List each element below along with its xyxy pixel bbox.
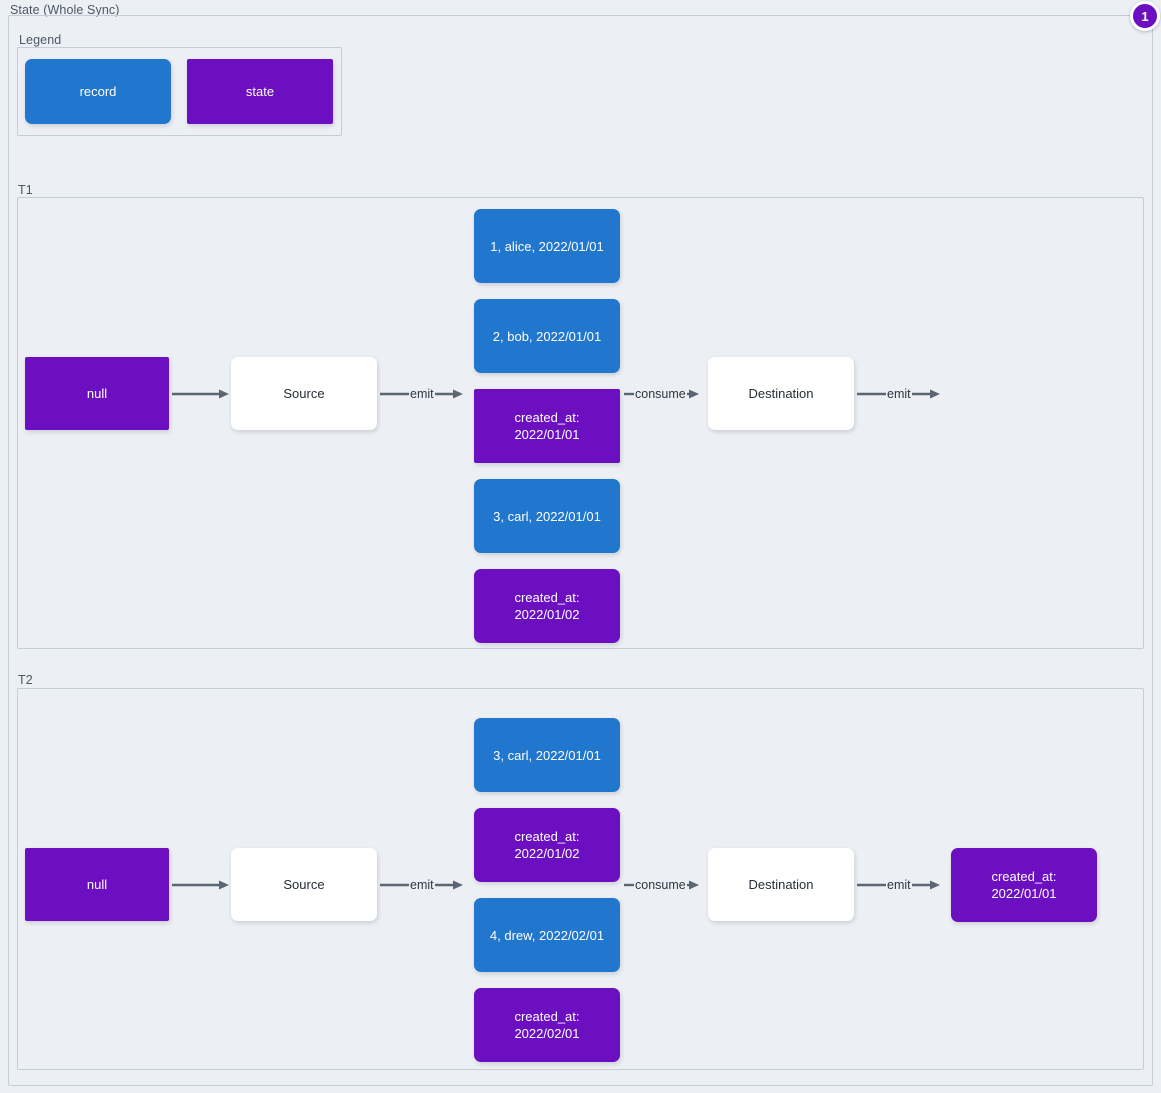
t2-stream-item-0-label: 3, carl, 2022/01/01 xyxy=(493,747,601,763)
group-label-t2: T2 xyxy=(18,673,33,687)
t1-stream-item-3-label: 3, carl, 2022/01/01 xyxy=(493,508,601,524)
t2-arrow-consume: consume xyxy=(624,875,706,895)
t1-stream-item-1: 2, bob, 2022/01/01 xyxy=(474,299,620,373)
legend-title: Legend xyxy=(19,33,62,47)
t2-initial-state-node: null xyxy=(25,848,169,921)
status-badge-count: 1 xyxy=(1141,8,1149,24)
t2-arrow-label-consume: consume xyxy=(635,878,686,892)
t1-stream-item-2-label: created_at: 2022/01/01 xyxy=(514,410,580,442)
t1-stream-item-2: created_at: 2022/01/01 xyxy=(474,389,620,463)
t1-source-node: Source xyxy=(231,357,377,430)
t1-initial-state-label: null xyxy=(86,386,108,401)
t2-initial-state-label: null xyxy=(86,877,108,892)
t1-stream-item-0-label: 1, alice, 2022/01/01 xyxy=(490,238,604,254)
t1-arrow-state-to-source xyxy=(172,384,230,404)
legend-swatch-record: record xyxy=(25,59,171,124)
legend-swatch-state: state xyxy=(187,59,333,124)
t1-arrow-label-consume: consume xyxy=(635,387,686,401)
status-badge[interactable]: 1 xyxy=(1130,1,1160,31)
t2-arrow-state-to-source xyxy=(172,875,230,895)
t2-stream-item-0: 3, carl, 2022/01/01 xyxy=(474,718,620,792)
t1-initial-state-node: null xyxy=(25,357,169,430)
t2-stream-item-3-label: created_at: 2022/02/01 xyxy=(514,1009,580,1041)
t2-stream-item-1: created_at: 2022/01/02 xyxy=(474,808,620,882)
group-panel-t1 xyxy=(17,197,1144,649)
t2-destination-node: Destination xyxy=(708,848,854,921)
t1-destination-node: Destination xyxy=(708,357,854,430)
t2-output-state-node: created_at: 2022/01/01 xyxy=(951,848,1097,922)
group-label-t1: T1 xyxy=(18,183,33,197)
t2-arrow-label-emit-source: emit xyxy=(410,878,434,892)
t2-arrow-label-emit-destination: emit xyxy=(887,878,911,892)
t2-stream-item-1-label: created_at: 2022/01/02 xyxy=(514,829,580,861)
t2-stream-item-2-label: 4, drew, 2022/02/01 xyxy=(489,927,605,943)
t2-arrow-destination-emit: emit xyxy=(857,875,949,895)
t1-arrow-label-emit-destination: emit xyxy=(887,387,911,401)
legend-panel xyxy=(17,47,342,136)
t2-source-label: Source xyxy=(283,877,325,892)
t1-arrow-consume: consume xyxy=(624,384,706,404)
t1-arrow-label-emit-source: emit xyxy=(410,387,434,401)
t1-stream-item-0: 1, alice, 2022/01/01 xyxy=(474,209,620,283)
t1-destination-label: Destination xyxy=(748,386,814,401)
t1-arrow-destination-emit: emit xyxy=(857,384,949,404)
t1-stream-item-3: 3, carl, 2022/01/01 xyxy=(474,479,620,553)
legend-swatch-state-label: state xyxy=(245,84,275,99)
t2-stream-item-2: 4, drew, 2022/02/01 xyxy=(474,898,620,972)
outer-panel xyxy=(8,15,1153,1086)
t1-stream-item-1-label: 2, bob, 2022/01/01 xyxy=(492,328,602,344)
t2-output-state-label: created_at: 2022/01/01 xyxy=(991,869,1057,901)
page-title: State (Whole Sync) xyxy=(10,3,120,17)
t2-destination-label: Destination xyxy=(748,877,814,892)
legend-swatch-record-label: record xyxy=(79,84,117,99)
t1-stream-item-4-label: created_at: 2022/01/02 xyxy=(514,590,580,622)
t2-arrow-source-emit: emit xyxy=(380,875,472,895)
t2-stream-item-3: created_at: 2022/02/01 xyxy=(474,988,620,1062)
t2-source-node: Source xyxy=(231,848,377,921)
t1-source-label: Source xyxy=(283,386,325,401)
group-panel-t2 xyxy=(17,688,1144,1070)
t1-arrow-source-emit: emit xyxy=(380,384,472,404)
t1-stream-item-4: created_at: 2022/01/02 xyxy=(474,569,620,643)
